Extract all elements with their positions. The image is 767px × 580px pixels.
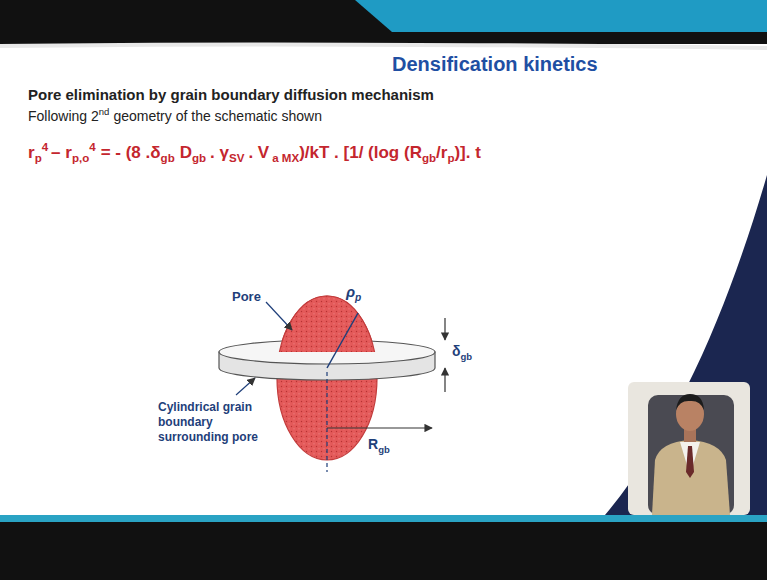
subscript: gb <box>422 152 436 164</box>
subscript: gb <box>378 444 390 455</box>
top-accent <box>355 0 767 32</box>
text-run: – r <box>51 143 72 162</box>
superscript: nd <box>99 106 110 117</box>
text-run: r <box>28 143 35 162</box>
radius-label: ρp <box>346 283 361 305</box>
text-run: Cylindrical grain boundary surrounding p… <box>158 400 258 444</box>
pore-label: Pore <box>232 289 261 305</box>
text-run: δ <box>452 343 461 359</box>
text-run: Pore <box>232 289 261 304</box>
superscript: 4 <box>89 141 95 153</box>
subscript: a MX <box>272 152 299 164</box>
pore-schematic <box>219 296 445 472</box>
bottom-band <box>0 522 767 580</box>
text-run: D <box>180 143 192 162</box>
superscript: 4 <box>42 141 48 153</box>
subscript: gb <box>461 351 473 362</box>
text-run: . V <box>248 143 269 162</box>
subscript: gb <box>161 152 175 164</box>
subscript: p,o <box>72 152 89 164</box>
band-edge <box>0 42 767 50</box>
text-run: )]. t <box>454 143 480 162</box>
thickness-label: δgb <box>452 343 472 363</box>
radius-gb-label: Rgb <box>368 436 390 456</box>
subscript: gb <box>192 152 206 164</box>
subscript: p <box>447 152 454 164</box>
bottom-accent <box>0 515 767 522</box>
top-band <box>0 0 767 44</box>
text-run: geometry of the schematic shown <box>113 108 322 124</box>
heading-line: Pore elimination by grain boundary diffu… <box>28 86 434 105</box>
rate-equation: rp4– rp,o4= - (8 .δgbDgb. γSV. Va MX)/kT… <box>28 140 481 166</box>
text-run: . γ <box>210 143 229 162</box>
text-run: R <box>368 436 378 452</box>
subscript: SV <box>229 152 244 164</box>
subscript: p <box>35 152 42 164</box>
side-swoosh <box>605 175 767 515</box>
subscript: p <box>355 292 361 303</box>
text-run: Pore elimination by grain boundary diffu… <box>28 86 434 103</box>
text-run: /r <box>436 143 447 162</box>
slide-title: Densification kinetics <box>392 53 598 76</box>
text-run: ρ <box>346 283 355 300</box>
text-run: Following 2 <box>28 108 99 124</box>
sub-line: Following 2ndgeometry of the schematic s… <box>28 106 322 125</box>
boundary-note: Cylindrical grain boundary surrounding p… <box>158 400 276 445</box>
text-run: )/kT . [1/ (log (R <box>299 143 422 162</box>
presenter-figure <box>628 382 750 515</box>
text-run: = - (8 .δ <box>101 143 161 162</box>
